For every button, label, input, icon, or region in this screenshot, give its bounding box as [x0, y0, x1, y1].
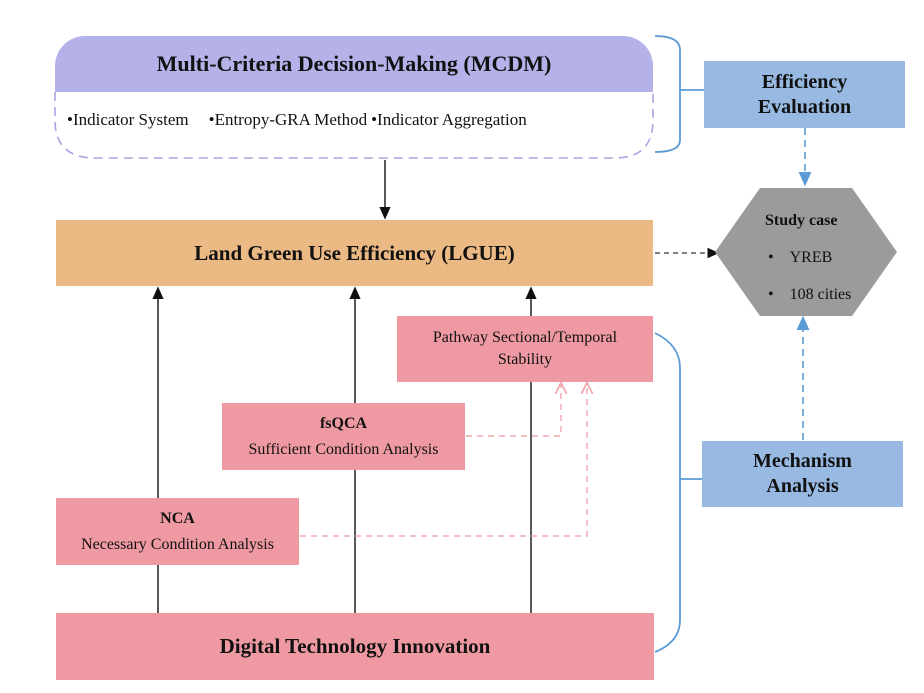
nca-box: NCA Necessary Condition Analysis [56, 498, 299, 565]
bullet-icon: • [768, 249, 774, 266]
mcdm-header: Multi-Criteria Decision-Making (MCDM) [55, 36, 653, 92]
fsqca-subtitle: Sufficient Condition Analysis [248, 440, 439, 458]
efficiency-bracket [654, 35, 705, 153]
efficiency-line1: Efficiency [761, 70, 848, 93]
lgue-box: Land Green Use Efficiency (LGUE) [56, 220, 653, 286]
mcdm-item: •Indicator Aggregation [371, 110, 527, 129]
dti-title: Digital Technology Innovation [219, 634, 491, 658]
mcdm-item-list: •Indicator System •Entropy-GRA Method •I… [60, 110, 650, 130]
mechanism-line2: Analysis [766, 475, 839, 497]
study-case-item: 108 cities [789, 286, 852, 303]
fsqca-to-pathway-dashed [466, 384, 561, 437]
mcdm-item: •Entropy-GRA Method [208, 110, 368, 129]
study-case-bullet: • YREB [768, 249, 832, 267]
fsqca-title: fsQCA [319, 414, 368, 432]
pathway-line1: Pathway Sectional/Temporal [432, 329, 618, 346]
efficiency-line2: Evaluation [757, 95, 852, 118]
pathway-line2: Stability [497, 351, 553, 368]
nca-title: NCA [160, 509, 195, 527]
fsqca-box: fsQCA Sufficient Condition Analysis [222, 403, 465, 470]
bullet-icon: • [768, 286, 774, 303]
study-case-item: YREB [789, 249, 833, 266]
nca-subtitle: Necessary Condition Analysis [81, 535, 274, 553]
pathway-stability-box: Pathway Sectional/Temporal Stability [397, 316, 653, 382]
study-case-bullet: • 108 cities [768, 286, 851, 304]
mechanism-analysis-box: Mechanism Analysis [702, 441, 903, 507]
mcdm-item: •Indicator System [67, 110, 189, 129]
mechanism-bracket [654, 332, 703, 653]
mechanism-line1: Mechanism [753, 450, 852, 472]
study-case-title: Study case [765, 212, 838, 229]
lgue-title: Land Green Use Efficiency (LGUE) [194, 240, 515, 265]
efficiency-evaluation-box: Efficiency Evaluation [704, 61, 905, 128]
dti-box: Digital Technology Innovation [56, 613, 654, 680]
mcdm-title: Multi-Criteria Decision-Making (MCDM) [156, 51, 552, 76]
